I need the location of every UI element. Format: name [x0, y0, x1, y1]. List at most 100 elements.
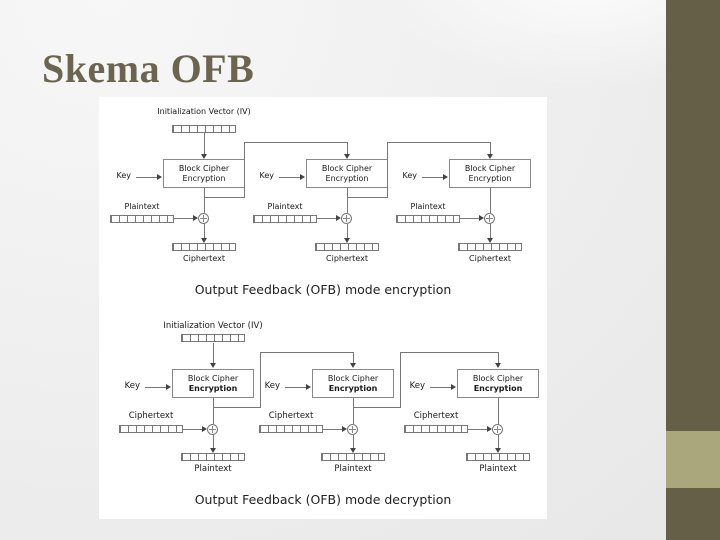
box-title: Block Cipher	[327, 373, 379, 383]
box-title: Block Cipher	[321, 163, 373, 173]
plaintext-label: Plaintext	[267, 202, 303, 211]
box-title: Block Cipher	[187, 373, 239, 383]
plaintext-block	[110, 215, 174, 223]
key-label: Key	[409, 381, 425, 391]
plaintext-block	[321, 453, 385, 461]
input-arrow	[210, 343, 216, 368]
xor-node	[492, 424, 503, 435]
output-arrow	[487, 224, 493, 243]
diagram-panel: Initialization Vector (IV) Block Cipher …	[99, 97, 547, 519]
key-arrow	[145, 384, 171, 390]
key-arrow	[285, 384, 311, 390]
box-subtitle: Encryption	[325, 173, 369, 183]
ciphertext-block	[119, 425, 183, 433]
cipher-output-line	[347, 188, 348, 213]
key-arrow	[136, 174, 162, 180]
output-arrow	[495, 435, 501, 453]
key-label: Key	[124, 381, 140, 391]
xor-input-arrow	[460, 215, 484, 221]
xor-input-arrow	[317, 215, 341, 221]
plaintext-block	[466, 453, 530, 461]
feedback-riser-line	[400, 352, 401, 408]
box-title: Block Cipher	[472, 373, 524, 383]
xor-node	[198, 213, 209, 224]
input-arrow	[495, 352, 501, 368]
xor-input-arrow	[174, 215, 198, 221]
ciphertext-label: Ciphertext	[413, 411, 459, 421]
xor-node	[207, 424, 218, 435]
block-cipher-box: Block Cipher Encryption	[312, 369, 394, 398]
cipher-output-line	[498, 398, 499, 424]
ciphertext-label: Ciphertext	[469, 254, 511, 263]
box-subtitle: Encryption	[188, 383, 238, 393]
ciphertext-block	[259, 425, 323, 433]
feedback-top-line	[400, 352, 498, 353]
plaintext-block	[253, 215, 317, 223]
ciphertext-label: Ciphertext	[268, 411, 314, 421]
feedback-top-line	[387, 142, 490, 143]
xor-input-arrow	[323, 426, 347, 432]
ciphertext-block	[404, 425, 468, 433]
key-label: Key	[402, 171, 417, 180]
xor-input-arrow	[183, 426, 207, 432]
box-title: Block Cipher	[464, 163, 516, 173]
ciphertext-block	[458, 243, 522, 251]
plaintext-label: Plaintext	[194, 464, 232, 474]
block-cipher-box: Block Cipher Encryption	[449, 159, 531, 188]
feedback-riser-line	[260, 352, 261, 408]
cipher-output-line	[204, 188, 205, 213]
block-cipher-box: Block Cipher Encryption	[172, 369, 254, 398]
key-arrow	[279, 174, 305, 180]
box-subtitle: Encryption	[473, 383, 523, 393]
input-arrow	[350, 352, 356, 368]
ciphertext-label: Ciphertext	[326, 254, 368, 263]
feedback-riser-line	[244, 142, 245, 198]
box-subtitle: Encryption	[328, 383, 378, 393]
ciphertext-label: Ciphertext	[183, 254, 225, 263]
box-title: Block Cipher	[178, 163, 230, 173]
feedback-riser-line	[387, 142, 388, 198]
output-arrow	[210, 435, 216, 453]
ciphertext-block	[315, 243, 379, 251]
box-subtitle: Encryption	[468, 173, 512, 183]
xor-node	[484, 213, 495, 224]
plaintext-label: Plaintext	[410, 202, 446, 211]
feedback-top-line	[244, 142, 347, 143]
cipher-output-line	[353, 398, 354, 424]
cipher-output-line	[490, 188, 491, 213]
iv-block	[181, 334, 245, 342]
key-label: Key	[264, 381, 280, 391]
sidebar	[666, 0, 720, 540]
plaintext-label: Plaintext	[334, 464, 372, 474]
iv-label: Initialization Vector (IV)	[163, 321, 263, 331]
box-subtitle: Encryption	[182, 173, 226, 183]
input-arrow	[344, 142, 350, 159]
cipher-output-line	[213, 398, 214, 424]
feedback-branch-line	[347, 197, 388, 198]
decryption-caption: Output Feedback (OFB) mode decryption	[194, 492, 452, 507]
input-arrow	[487, 142, 493, 159]
xor-input-arrow	[468, 426, 492, 432]
block-cipher-box: Block Cipher Encryption	[306, 159, 388, 188]
iv-label: Initialization Vector (IV)	[157, 107, 251, 116]
key-arrow	[422, 174, 448, 180]
output-arrow	[201, 224, 207, 243]
key-label: Key	[116, 171, 131, 180]
feedback-branch-line	[353, 407, 401, 408]
plaintext-label: Plaintext	[479, 464, 517, 474]
xor-node	[341, 213, 352, 224]
encryption-caption: Output Feedback (OFB) mode encryption	[194, 282, 452, 297]
block-cipher-box: Block Cipher Encryption	[163, 159, 245, 188]
block-cipher-box: Block Cipher Encryption	[457, 369, 539, 398]
feedback-branch-line	[213, 407, 261, 408]
feedback-branch-line	[204, 197, 245, 198]
output-arrow	[350, 435, 356, 453]
plaintext-block	[396, 215, 460, 223]
ciphertext-label: Ciphertext	[128, 411, 174, 421]
xor-node	[347, 424, 358, 435]
output-arrow	[344, 224, 350, 243]
key-arrow	[430, 384, 456, 390]
input-arrow	[201, 133, 207, 159]
sidebar-accent-block	[666, 431, 720, 488]
